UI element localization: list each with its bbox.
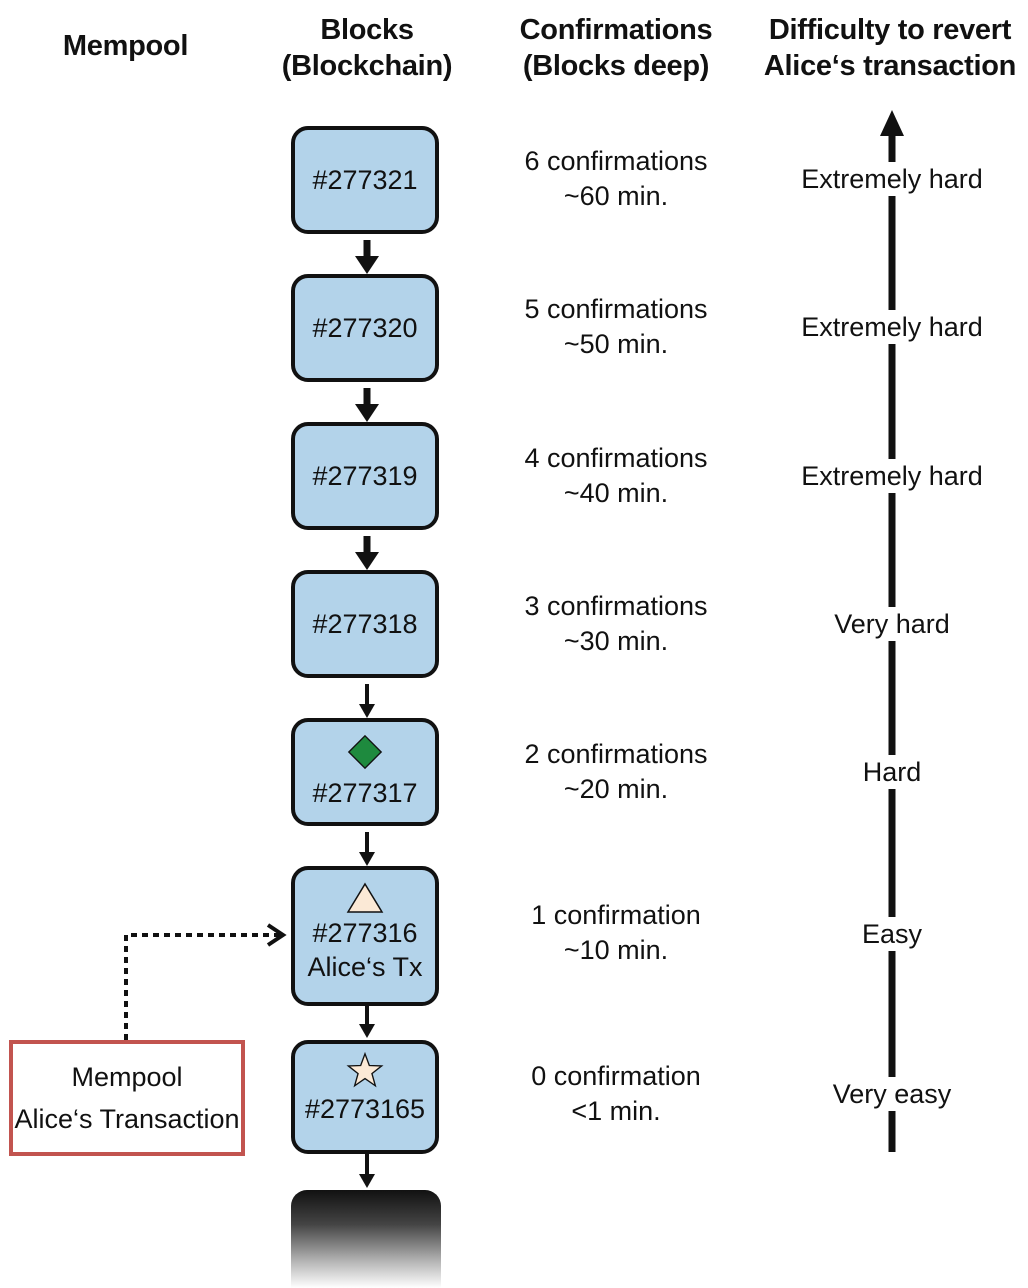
mempool-header: Mempool [62,30,189,62]
difficulty-label: Hard [842,755,942,789]
block-277317: #277317 [291,718,439,826]
mempool-link [124,923,287,1040]
blocks-header: Blocks(Blockchain) [281,14,453,82]
confirmation-label: 1 confirmation~10 min. [531,900,701,965]
chain-arrow [359,832,375,866]
confirmation-label: 6 confirmations~60 min. [524,146,708,211]
chain-arrow [355,240,379,274]
up-arrow-icon [880,110,904,136]
difficulty-label: Extremely hard [792,459,992,493]
chain-arrow [355,536,379,570]
difficulty-label: Extremely hard [792,310,992,344]
block-2773165: #2773165 [291,1040,439,1154]
confirmation-label: 3 confirmations~30 min. [524,591,708,656]
difficulty-axis [880,110,904,1152]
confirmation-label: 4 confirmations~40 min. [524,443,708,508]
chain-arrow [355,388,379,422]
block-277316: #277316 Alice‘s Tx [291,866,439,1006]
diamond-icon [347,734,383,770]
block-277319: #277319 [291,422,439,530]
block-277318: #277318 [291,570,439,678]
difficulty-label: Easy [842,917,942,951]
block-277320: #277320 [291,274,439,382]
chain-arrow [359,1154,375,1188]
chain-arrow [359,1006,375,1038]
confirmation-label: 2 confirmations~20 min. [524,739,708,804]
mempool-box: Mempool Alice‘s Transaction [9,1040,245,1156]
difficulty-label: Very easy [820,1077,964,1111]
confirmations-header: Confirmations(Blocks deep) [519,14,713,82]
difficulty-label: Extremely hard [792,162,992,196]
difficulty-label: Very hard [792,607,992,641]
chain-arrows [355,240,379,1188]
confirmation-label: 5 confirmations~50 min. [524,294,708,359]
chain-arrow [359,684,375,718]
triangle-icon [346,882,384,913]
confirmation-label: 0 confirmation<1 min. [531,1061,701,1126]
star-icon [346,1052,384,1088]
next-block-fade [291,1190,441,1288]
block-277321: #277321 [291,126,439,234]
